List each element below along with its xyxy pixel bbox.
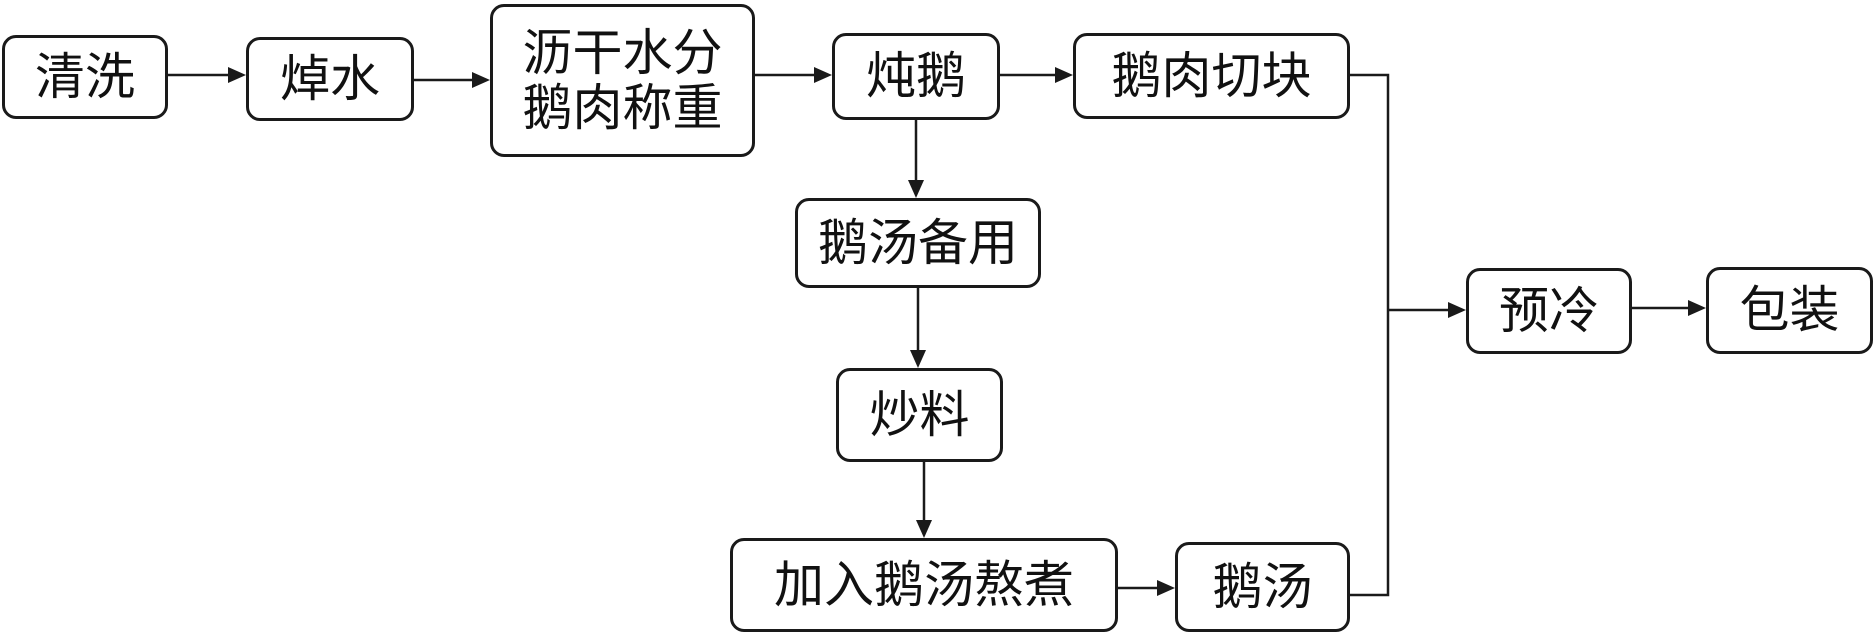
arrowhead-wash-to-blanch (228, 67, 246, 83)
arrowhead-soup-reserve-to-stir-fry (910, 350, 926, 368)
merge-bracket (1350, 73, 1390, 597)
step-drain-line-2: 鹅肉称重 (522, 78, 723, 137)
step-goose-soup: 鹅汤 (1175, 542, 1350, 632)
step-drain-line-1: 沥干水分 (522, 23, 723, 82)
arrowhead-stew-to-soup-reserve (908, 180, 924, 198)
arrowhead-merge-to-precool (1448, 302, 1466, 318)
arrowhead-precool-to-package (1688, 300, 1706, 316)
step-reserve-goose-soup: 鹅汤备用 (795, 198, 1041, 288)
step-cut-goose-meat: 鹅肉切块 (1073, 33, 1350, 119)
step-stew-goose: 炖鹅 (832, 33, 1000, 120)
arrowhead-stew-to-cut (1055, 67, 1073, 83)
step-precool: 预冷 (1466, 268, 1632, 354)
arrowhead-drain-to-stew (814, 67, 832, 83)
arrowhead-boil-to-goose-soup (1157, 580, 1175, 596)
step-package: 包装 (1706, 267, 1873, 354)
step-stir-fry: 炒料 (836, 368, 1003, 462)
step-wash: 清洗 (2, 35, 168, 119)
arrowhead-blanch-to-drain (472, 72, 490, 88)
arrowhead-stir-fry-to-boil (916, 520, 932, 538)
step-blanch: 焯水 (246, 37, 414, 121)
step-drain-weigh: 沥干水分 鹅肉称重 (490, 4, 755, 157)
step-add-soup-boil: 加入鹅汤熬煮 (730, 538, 1118, 632)
